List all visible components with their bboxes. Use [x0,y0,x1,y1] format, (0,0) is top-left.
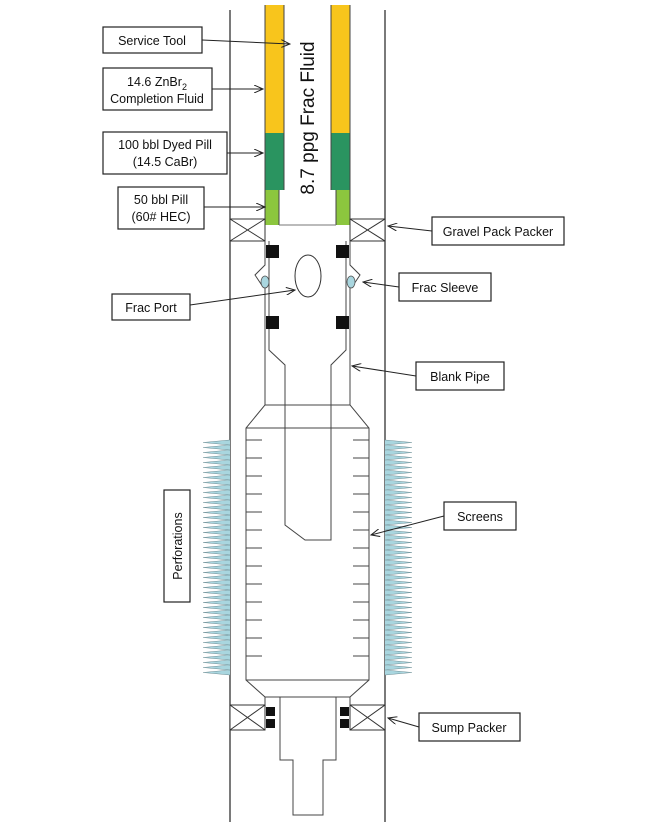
perforations-left [202,439,231,676]
completion-fluid-label-b: Completion Fluid [110,92,204,106]
sump-packer [229,704,386,731]
sump-packer-label: Sump Packer [431,721,506,735]
sump-tube [279,697,337,816]
service-tool-callout: Service Tool [102,26,290,54]
pill-callout: 50 bbl Pill (60# HEC) [117,186,265,230]
pill-left [265,190,279,225]
dyed-pill-label-b: (14.5 CaBr) [133,155,198,169]
perforation-teeth [384,439,413,676]
gravel-pack-packer [229,218,386,242]
completion-fluid-callout: 14.6 ZnBr2 Completion Fluid [102,67,263,111]
pill-label-a: 50 bbl Pill [134,193,188,207]
service-tool-outline [264,5,351,225]
completion-fluid-right [331,5,350,133]
frac-sleeve-port-right [346,275,356,289]
blank-pipe-callout: Blank Pipe [352,361,505,391]
frac-port-label: Frac Port [125,301,177,315]
completion-fluid-left [265,5,284,133]
frac-fluid-label: 8.7 ppg Frac Fluid [298,41,319,194]
dyed-pill-left [265,133,284,190]
dyed-pill-right [331,133,350,190]
frac-port-callout: Frac Port [111,290,295,321]
blank-pipe-label: Blank Pipe [430,370,490,384]
pill-right [336,190,350,225]
perforations-callout: Perforations [163,489,191,603]
svg-text:14.6 ZnBr2: 14.6 ZnBr2 [127,75,187,92]
service-tool-label: Service Tool [118,34,186,48]
screens-label: Screens [457,510,503,524]
gravel-pack-packer-callout: Gravel Pack Packer [388,216,565,246]
frac-sleeve-label: Frac Sleeve [412,281,479,295]
frac-sleeve-port-left [260,275,270,289]
frac-port-oval [294,254,322,298]
perforation-teeth [202,439,231,676]
perforations-right [384,439,413,676]
seal-blocks [266,245,349,329]
perforations-label: Perforations [171,512,185,579]
gravel-pack-packer-label: Gravel Pack Packer [443,225,553,239]
dyed-pill-label-a: 100 bbl Dyed Pill [118,138,212,152]
pill-label-b: (60# HEC) [131,210,190,224]
completion-fluid-label-a: 14.6 ZnBr [127,75,182,89]
completion-fluid-label-sub: 2 [182,82,187,92]
screens-callout: Screens [371,501,517,535]
sump-packer-callout: Sump Packer [388,712,521,742]
screen-taper-lines [246,404,369,698]
dyed-pill-callout: 100 bbl Dyed Pill (14.5 CaBr) [102,131,263,175]
frac-sleeve-callout: Frac Sleeve [363,272,492,302]
screen-ticks [246,439,369,657]
outer-tubing [245,241,370,720]
inner-service-tool [268,241,347,541]
